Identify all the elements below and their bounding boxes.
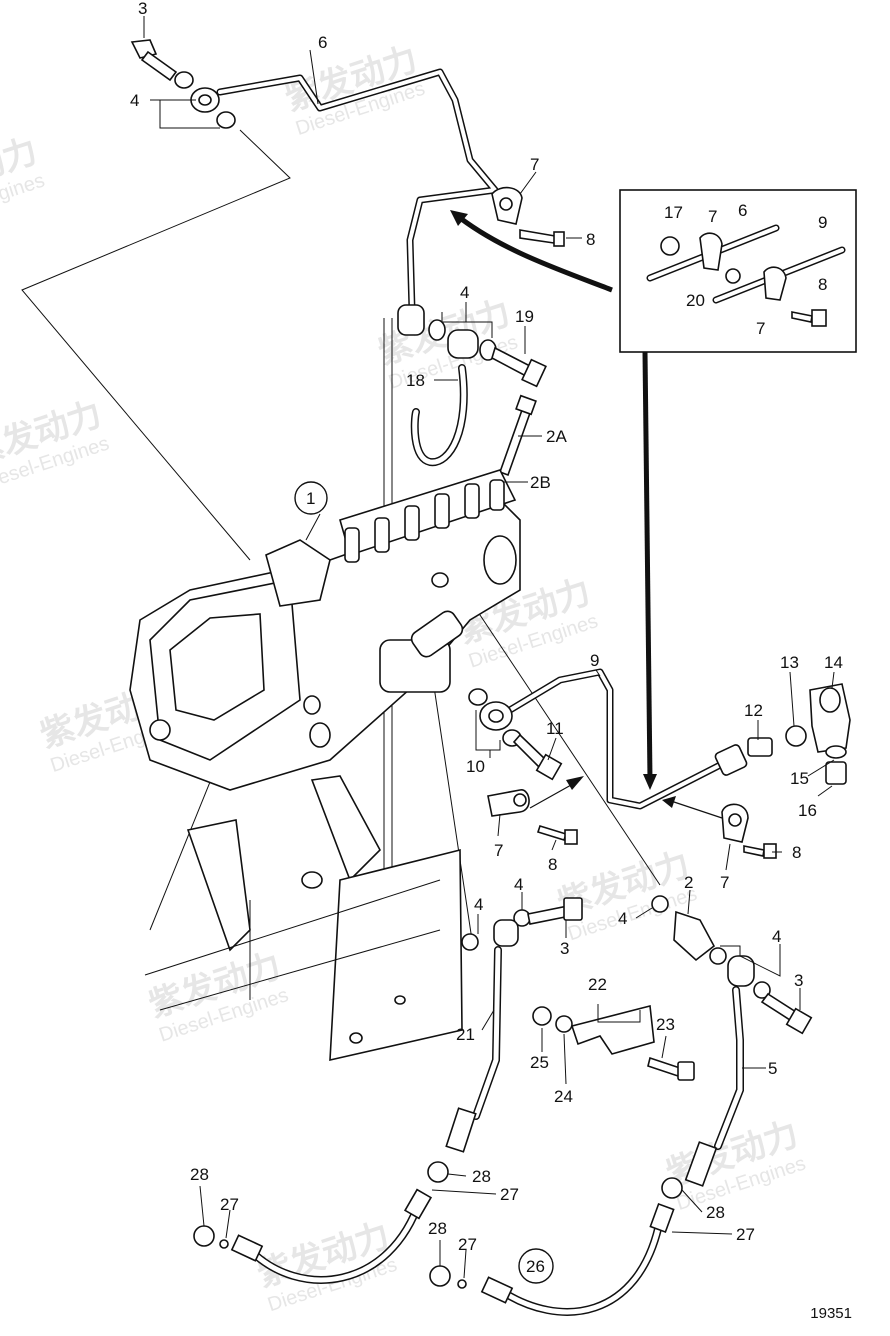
callout-7: 7 [494, 841, 503, 860]
callout-17: 17 [664, 203, 683, 222]
callout-24: 24 [554, 1087, 573, 1106]
figure-number: 19351 [810, 1305, 852, 1322]
callout-3: 3 [138, 0, 147, 18]
callout-28: 28 [428, 1219, 447, 1238]
callout-labels: 3 6 4 7 8 1 17 7 6 9 20 8 7 4 19 18 2A 2… [130, 0, 843, 1284]
callout-27: 27 [458, 1235, 477, 1254]
callout-7: 7 [708, 207, 717, 226]
callout-16: 16 [798, 801, 817, 820]
callout-4: 4 [618, 909, 627, 928]
clamp-7-mid [487, 789, 578, 845]
callout-10: 10 [466, 757, 485, 776]
leak-off-hose-18 [410, 364, 468, 467]
callout-26: 26 [526, 1257, 545, 1276]
callout-4: 4 [474, 895, 483, 914]
banjo-group-19 [428, 319, 547, 388]
callout-9: 9 [818, 213, 827, 232]
callout-7: 7 [720, 873, 729, 892]
engine-block [144, 775, 463, 1062]
callout-5: 5 [768, 1059, 777, 1078]
fittings-12-16 [747, 683, 851, 785]
callout-27: 27 [736, 1225, 755, 1244]
banjo-bolt-3-top [130, 39, 236, 129]
callout-3: 3 [560, 939, 569, 958]
callout-23: 23 [656, 1015, 675, 1034]
clamp-22-group [532, 1004, 695, 1081]
fuel-hose-21 [445, 946, 502, 1153]
callout-4: 4 [130, 91, 139, 110]
callout-28: 28 [706, 1203, 725, 1222]
flex-hose-right [429, 1177, 683, 1316]
callout-9: 9 [590, 651, 599, 670]
banjo-bolt-11-group [468, 688, 563, 781]
callout-6: 6 [738, 201, 747, 220]
callout-12: 12 [744, 701, 763, 720]
callout-26-circle [518, 1248, 554, 1284]
callout-6: 6 [318, 33, 327, 52]
callout-2: 2 [684, 873, 693, 892]
callout-8: 8 [548, 855, 557, 874]
union-2-group [651, 895, 813, 1035]
fuel-hose-5 [684, 986, 744, 1187]
callout-2A: 2A [546, 427, 567, 446]
clamp-7-top [491, 186, 565, 247]
callout-1: 1 [306, 489, 315, 508]
callout-7: 7 [756, 319, 765, 338]
clamp-7-right [721, 803, 777, 859]
callout-2B: 2B [530, 473, 551, 492]
callout-19: 19 [515, 307, 534, 326]
detail-inset-box [619, 189, 857, 353]
callout-4: 4 [460, 283, 469, 302]
callout-27: 27 [500, 1185, 519, 1204]
callout-20: 20 [686, 291, 705, 310]
flex-hose-left [193, 1161, 449, 1284]
callout-28: 28 [472, 1167, 491, 1186]
callout-27: 27 [220, 1195, 239, 1214]
callout-14: 14 [824, 653, 843, 672]
callout-28: 28 [190, 1165, 209, 1184]
callout-22: 22 [588, 975, 607, 994]
banjo-group-3-mid [461, 897, 583, 951]
fuel-pipe-9 [479, 668, 748, 810]
callout-8: 8 [792, 843, 801, 862]
callout-25: 25 [530, 1053, 549, 1072]
callout-3: 3 [794, 971, 803, 990]
callout-4: 4 [514, 875, 523, 894]
callout-13: 13 [780, 653, 799, 672]
fuel-pipe-6 [190, 68, 499, 336]
bolt-2A [489, 394, 537, 488]
callout-11: 11 [546, 719, 564, 738]
callout-leader-lines [143, 16, 835, 1279]
callout-arrows [450, 210, 723, 819]
callout-7: 7 [530, 155, 539, 174]
callout-4: 4 [772, 927, 781, 946]
callout-18: 18 [406, 371, 425, 390]
callout-8: 8 [586, 230, 595, 249]
callout-1-circle [294, 481, 328, 515]
callout-8: 8 [818, 275, 827, 294]
callout-21: 21 [456, 1025, 475, 1044]
callout-15: 15 [790, 769, 809, 788]
injection-pump-1 [129, 469, 521, 791]
